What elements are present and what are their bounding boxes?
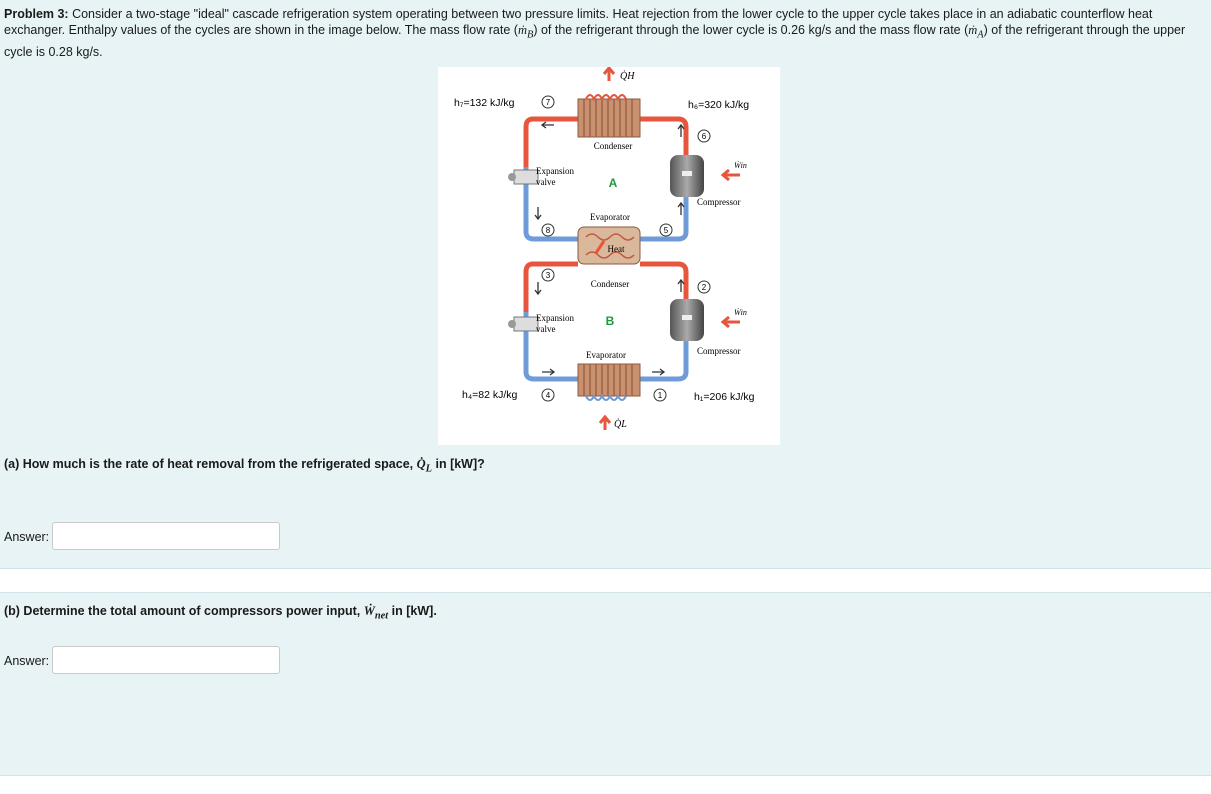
pipe-6-hot <box>640 116 689 162</box>
ql-label: Q̇L <box>614 418 627 430</box>
state-1: 1 <box>658 391 663 400</box>
expansion-valve-b-icon <box>508 316 539 332</box>
cascade-diagram: Q̇H Condenser Expansion valve A Ẇin Comp… <box>454 65 755 430</box>
compressor-a-label: Compressor <box>697 197 741 207</box>
expansion-valve-a-icon <box>508 169 539 185</box>
cascade-refrigeration-figure: Q̇H Condenser Expansion valve A Ẇin Comp… <box>438 65 780 445</box>
state-8: 8 <box>546 226 551 235</box>
compressor-b-label: Compressor <box>697 346 741 356</box>
part-a-question: (a) How much is the rate of heat removal… <box>4 457 485 475</box>
pipe-4-cold <box>523 312 578 382</box>
flow-arrow-icon <box>677 201 685 215</box>
flow-arrow-icon <box>534 207 542 221</box>
cycle-b-label: B <box>606 314 615 328</box>
flow-arrow-icon <box>540 121 554 129</box>
flow-arrow-icon <box>534 282 542 296</box>
win-b-label: Ẇin <box>734 308 747 317</box>
pipe-8-cold <box>523 167 578 242</box>
pipe-1-cold <box>640 337 689 382</box>
h7-label: h₇=132 kJ/kg <box>454 97 515 109</box>
cycle-a-label: A <box>609 176 618 190</box>
condenser-b-label: Condenser <box>591 279 630 289</box>
problem-label: Problem 3: <box>4 7 69 21</box>
flow-arrow-icon <box>677 278 685 292</box>
ql-arrow-icon <box>598 414 612 430</box>
compressor-a-icon <box>670 155 704 197</box>
flow-arrow-icon <box>652 368 666 376</box>
qh-arrow-icon <box>602 65 616 81</box>
mdot-b-symbol: ṁB <box>517 23 534 41</box>
pipe-3-hot <box>523 261 578 312</box>
pipe-5-cold <box>640 197 689 242</box>
state-2: 2 <box>702 283 707 292</box>
problem-text-1: Consider a two-stage "ideal" cascade ref… <box>4 7 1153 37</box>
part-b-question: (b) Determine the total amount of compre… <box>4 604 437 622</box>
flow-arrow-icon <box>677 123 685 137</box>
win-a-label: Ẇin <box>734 161 747 170</box>
heat-exchanger <box>577 226 641 265</box>
expansion-valve-a-label-2: valve <box>536 177 556 187</box>
ql-symbol: Q̇L <box>416 457 433 475</box>
expansion-valve-b-label: Expansion <box>536 313 574 323</box>
problem-text-3: ) of the refrigerant through the upper c… <box>4 23 1186 59</box>
h1-label: h₁=206 kJ/kg <box>694 391 755 403</box>
state-3: 3 <box>546 271 551 280</box>
question-panel-b <box>0 592 1211 776</box>
problem-statement: Problem 3: Consider a two-stage "ideal" … <box>4 6 1210 60</box>
qh-label: Q̇H <box>620 70 635 82</box>
h6-label: h₆=320 kJ/kg <box>688 99 749 111</box>
state-5: 5 <box>664 226 669 235</box>
wnet-symbol: Ẇnet <box>363 604 389 622</box>
win-a-arrow-icon <box>720 168 740 182</box>
answer-b-input[interactable] <box>52 646 280 674</box>
h4-label: h₄=82 kJ/kg <box>462 389 518 401</box>
state-4: 4 <box>546 391 551 400</box>
evaporator-a-label: Evaporator <box>590 212 630 222</box>
pipe-2-hot <box>640 261 689 302</box>
state-6: 6 <box>702 132 707 141</box>
answer-b-label: Answer: <box>4 654 50 668</box>
expansion-valve-b-label-2: valve <box>536 324 556 334</box>
expansion-valve-a-label: Expansion <box>536 166 574 176</box>
heat-label: Heat <box>608 244 625 254</box>
win-b-arrow-icon <box>720 315 740 329</box>
mdot-a-symbol: ṁA <box>968 23 984 41</box>
problem-text-2: ) of the refrigerant through the lower c… <box>533 23 969 37</box>
compressor-b-icon <box>670 299 704 341</box>
flow-arrow-icon <box>542 368 556 376</box>
pipe-7-hot <box>523 116 578 167</box>
condenser-a-coil <box>577 94 641 138</box>
answer-a-input[interactable] <box>52 522 280 550</box>
condenser-a-label: Condenser <box>594 141 633 151</box>
answer-a-label: Answer: <box>4 530 50 544</box>
evaporator-b-coil <box>577 363 641 401</box>
evaporator-b-label: Evaporator <box>586 350 626 360</box>
state-7: 7 <box>546 98 551 107</box>
